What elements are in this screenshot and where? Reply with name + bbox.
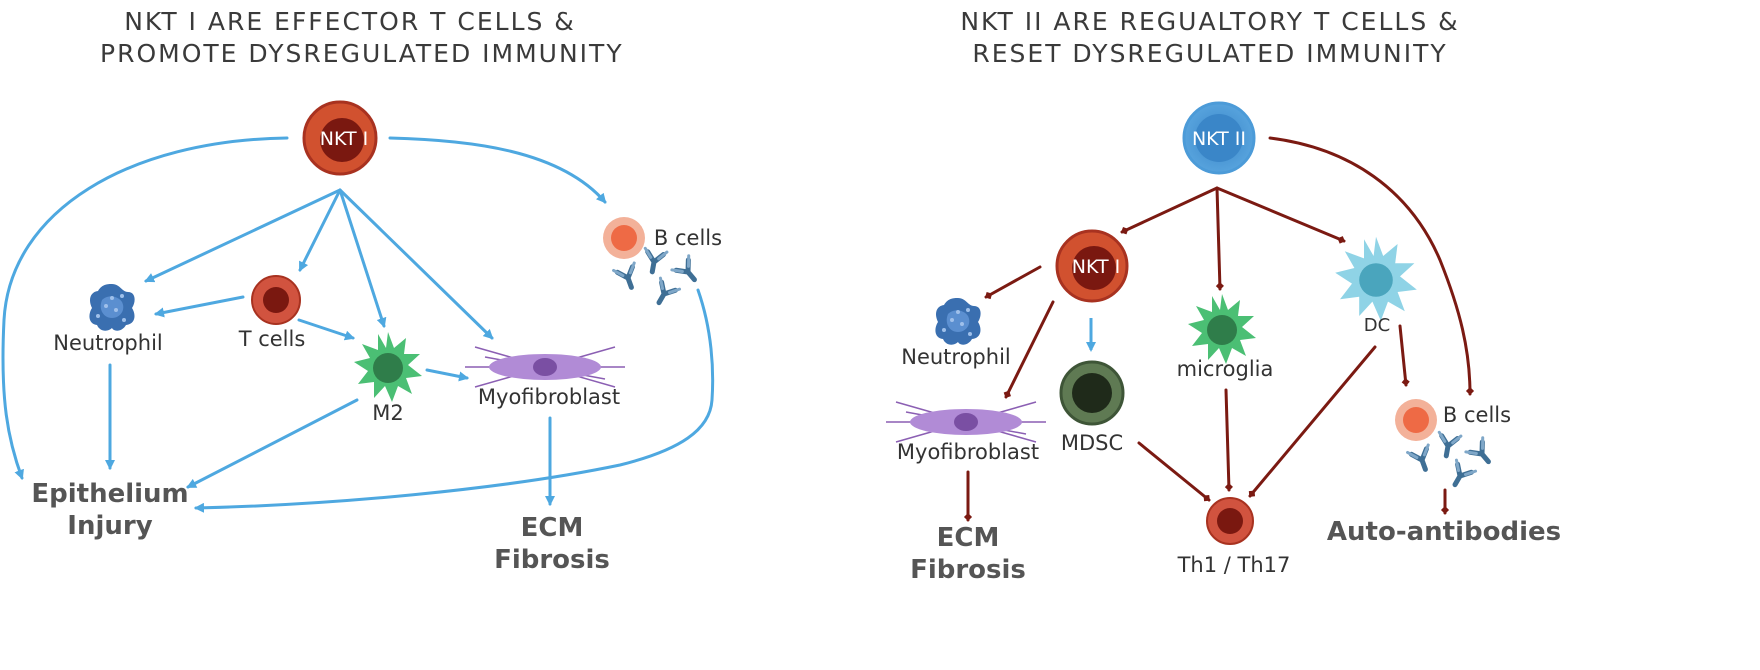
inhibit-nkt1-to-neutrophil — [984, 265, 1042, 300]
microglia-label: microglia — [1176, 357, 1274, 381]
epithelium-injury-label: Epithelium Injury — [31, 478, 188, 542]
t-cells-label: T cells — [238, 327, 306, 351]
right-title: NKT II ARE REGUALTORY T CELLS & RESET DY… — [950, 6, 1470, 70]
mdsc-label: MDSC — [1060, 431, 1124, 455]
left-title: NKT I ARE EFFECTOR T CELLS & PROMOTE DYS… — [100, 6, 624, 70]
epithelium-line1: Epithelium — [31, 479, 189, 509]
arrow-m2-to-epithelium — [186, 398, 359, 489]
right-ecm-line2: Fibrosis — [910, 555, 1026, 585]
right-b-cells-label: B cells — [1442, 403, 1512, 427]
right-title-line1: NKT II ARE REGUALTORY T CELLS & — [960, 7, 1460, 36]
auto-antibodies-label: Auto-antibodies — [1326, 517, 1562, 547]
neutrophil-icon — [935, 298, 981, 345]
t-cell-icon — [251, 275, 301, 325]
nkt2-label: NKT II — [1192, 128, 1246, 150]
neutrophil-icon — [89, 284, 135, 331]
nkt2-cell: NKT II — [1182, 101, 1256, 175]
left-arrows — [1, 136, 715, 513]
left-ecm-line1: ECM — [520, 513, 584, 543]
microglia-icon — [1188, 294, 1256, 364]
myofibroblast-icon — [465, 346, 625, 388]
right-ecm-line1: ECM — [936, 523, 1000, 553]
left-title-line1: NKT I ARE EFFECTOR T CELLS & — [124, 7, 576, 36]
b-cell-icon — [603, 217, 645, 259]
inhibit-hub-to-microglia — [1215, 186, 1224, 291]
b-cells-label: B cells — [653, 226, 723, 250]
inhibit-microglia-to-th — [1224, 388, 1233, 492]
arrow-hub-to-tcells — [298, 188, 342, 272]
arrow-bcells-to-epithelium — [194, 288, 715, 513]
left-ecm-fibrosis-label: ECM Fibrosis — [494, 512, 610, 576]
arrow-tcells-to-m2 — [297, 318, 355, 341]
inhibit-mdsc-to-th — [1137, 441, 1211, 502]
inhibit-dc-to-th — [1248, 345, 1377, 498]
arrow-hub-to-neutrophil — [144, 188, 342, 283]
arrow-nkt1-to-bcells — [388, 136, 607, 204]
m2-macrophage-icon — [354, 332, 422, 402]
inhibit-dc-to-bcells — [1398, 324, 1410, 387]
inhibit-hub-to-nkt1 — [1120, 186, 1219, 235]
antibody-icon — [1408, 432, 1497, 490]
myofibroblast-icon — [886, 401, 1046, 443]
inhibit-nkt2-to-bcells — [1268, 136, 1475, 396]
right-ecm-fibrosis-label: ECM Fibrosis — [910, 522, 1026, 586]
dendritic-cell-icon — [1335, 236, 1417, 321]
right-myofibroblast-label: Myofibroblast — [896, 440, 1040, 464]
right-title-line2: RESET DYSREGULATED IMMUNITY — [972, 39, 1448, 68]
th-cell-icon — [1206, 497, 1254, 545]
arrow-m2-to-myofibroblast — [425, 368, 469, 382]
nkt1-cell-right: NKT I — [1055, 229, 1129, 303]
nkt1-left-label: NKT I — [320, 128, 368, 150]
b-cell-icon — [1395, 399, 1437, 441]
right-arrows — [963, 136, 1475, 522]
right-neutrophil-label: Neutrophil — [901, 345, 1011, 369]
inhibit-hub-to-dc — [1215, 186, 1346, 244]
arrow-nkt1-to-epithelium — [1, 136, 289, 480]
arrow-hub-to-myofibroblast — [338, 188, 494, 340]
nkt1-cell-left: NKT I — [302, 100, 378, 176]
arrow-hub-to-m2 — [338, 188, 387, 328]
left-ecm-line2: Fibrosis — [494, 545, 610, 575]
inhibit-nkt1-to-myofibroblast — [1003, 300, 1055, 399]
left-title-line2: PROMOTE DYSREGULATED IMMUNITY — [100, 39, 624, 68]
m2-label: M2 — [372, 401, 404, 425]
epithelium-line2: Injury — [67, 511, 153, 541]
neutrophil-label: Neutrophil — [53, 331, 163, 355]
arrow-tcells-to-neutrophil — [154, 295, 245, 318]
dc-label: DC — [1363, 315, 1391, 336]
nkt1-right-label: NKT I — [1072, 256, 1120, 278]
myofibroblast-label: Myofibroblast — [477, 385, 621, 409]
mdsc-icon — [1059, 360, 1125, 426]
th-label: Th1 / Th17 — [1177, 553, 1291, 577]
